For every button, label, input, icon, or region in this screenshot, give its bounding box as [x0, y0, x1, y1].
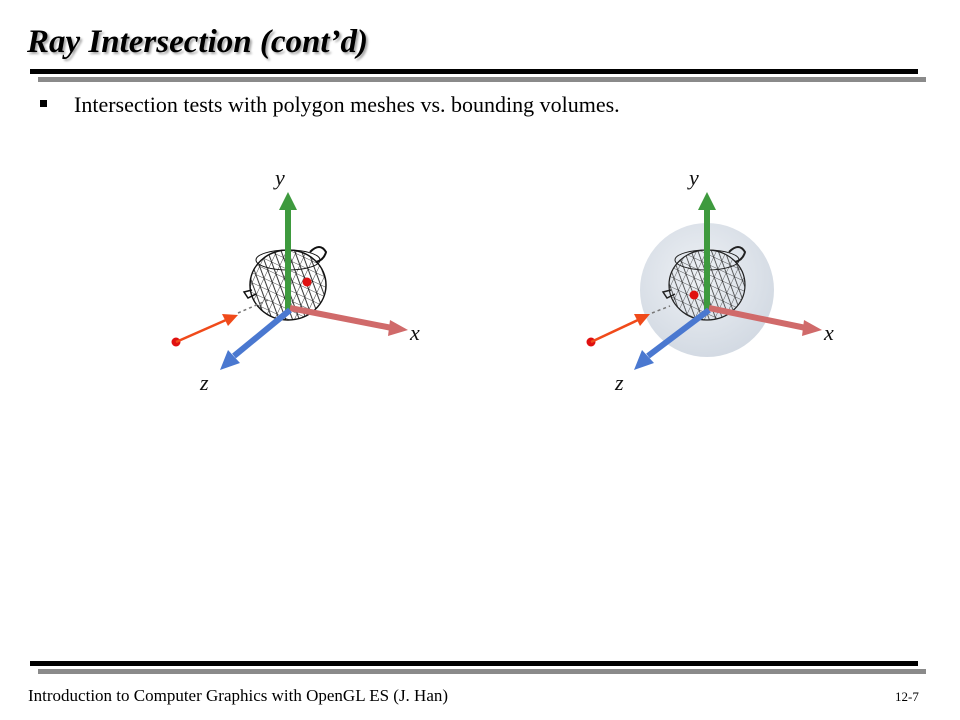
footer-course-title: Introduction to Computer Graphics with O…	[28, 686, 449, 705]
z-axis-label: z	[199, 370, 209, 395]
x-axis-label: x	[409, 320, 420, 345]
title-divider-gray	[38, 77, 926, 82]
footer-divider-gray	[38, 669, 926, 674]
y-axis-label: y	[273, 165, 285, 190]
bullet-text: Intersection tests with polygon meshes v…	[74, 92, 620, 117]
z-axis-label: z	[614, 370, 624, 395]
title-divider-black	[30, 69, 918, 74]
figure-bounding-volume: y x z	[586, 165, 834, 395]
figure-polygon-mesh: y x z	[171, 165, 420, 395]
footer-divider-black	[30, 661, 918, 666]
slide-title: Ray Intersection (cont’d)	[27, 24, 368, 60]
z-axis-icon	[220, 307, 292, 370]
y-axis-label: y	[687, 165, 699, 190]
bullet-marker	[40, 100, 47, 107]
z-axis-icon	[634, 307, 711, 370]
ray-arrow-icon	[586, 314, 650, 347]
x-axis-label: x	[823, 320, 834, 345]
x-axis-icon	[289, 305, 408, 336]
hit-point-icon	[689, 290, 699, 300]
y-axis-icon	[279, 192, 297, 310]
hit-point-icon	[302, 277, 312, 287]
ray-arrow-icon	[171, 314, 238, 347]
y-axis-icon	[698, 192, 716, 310]
page-number: 12-7	[895, 689, 919, 704]
x-axis-icon	[708, 305, 822, 336]
